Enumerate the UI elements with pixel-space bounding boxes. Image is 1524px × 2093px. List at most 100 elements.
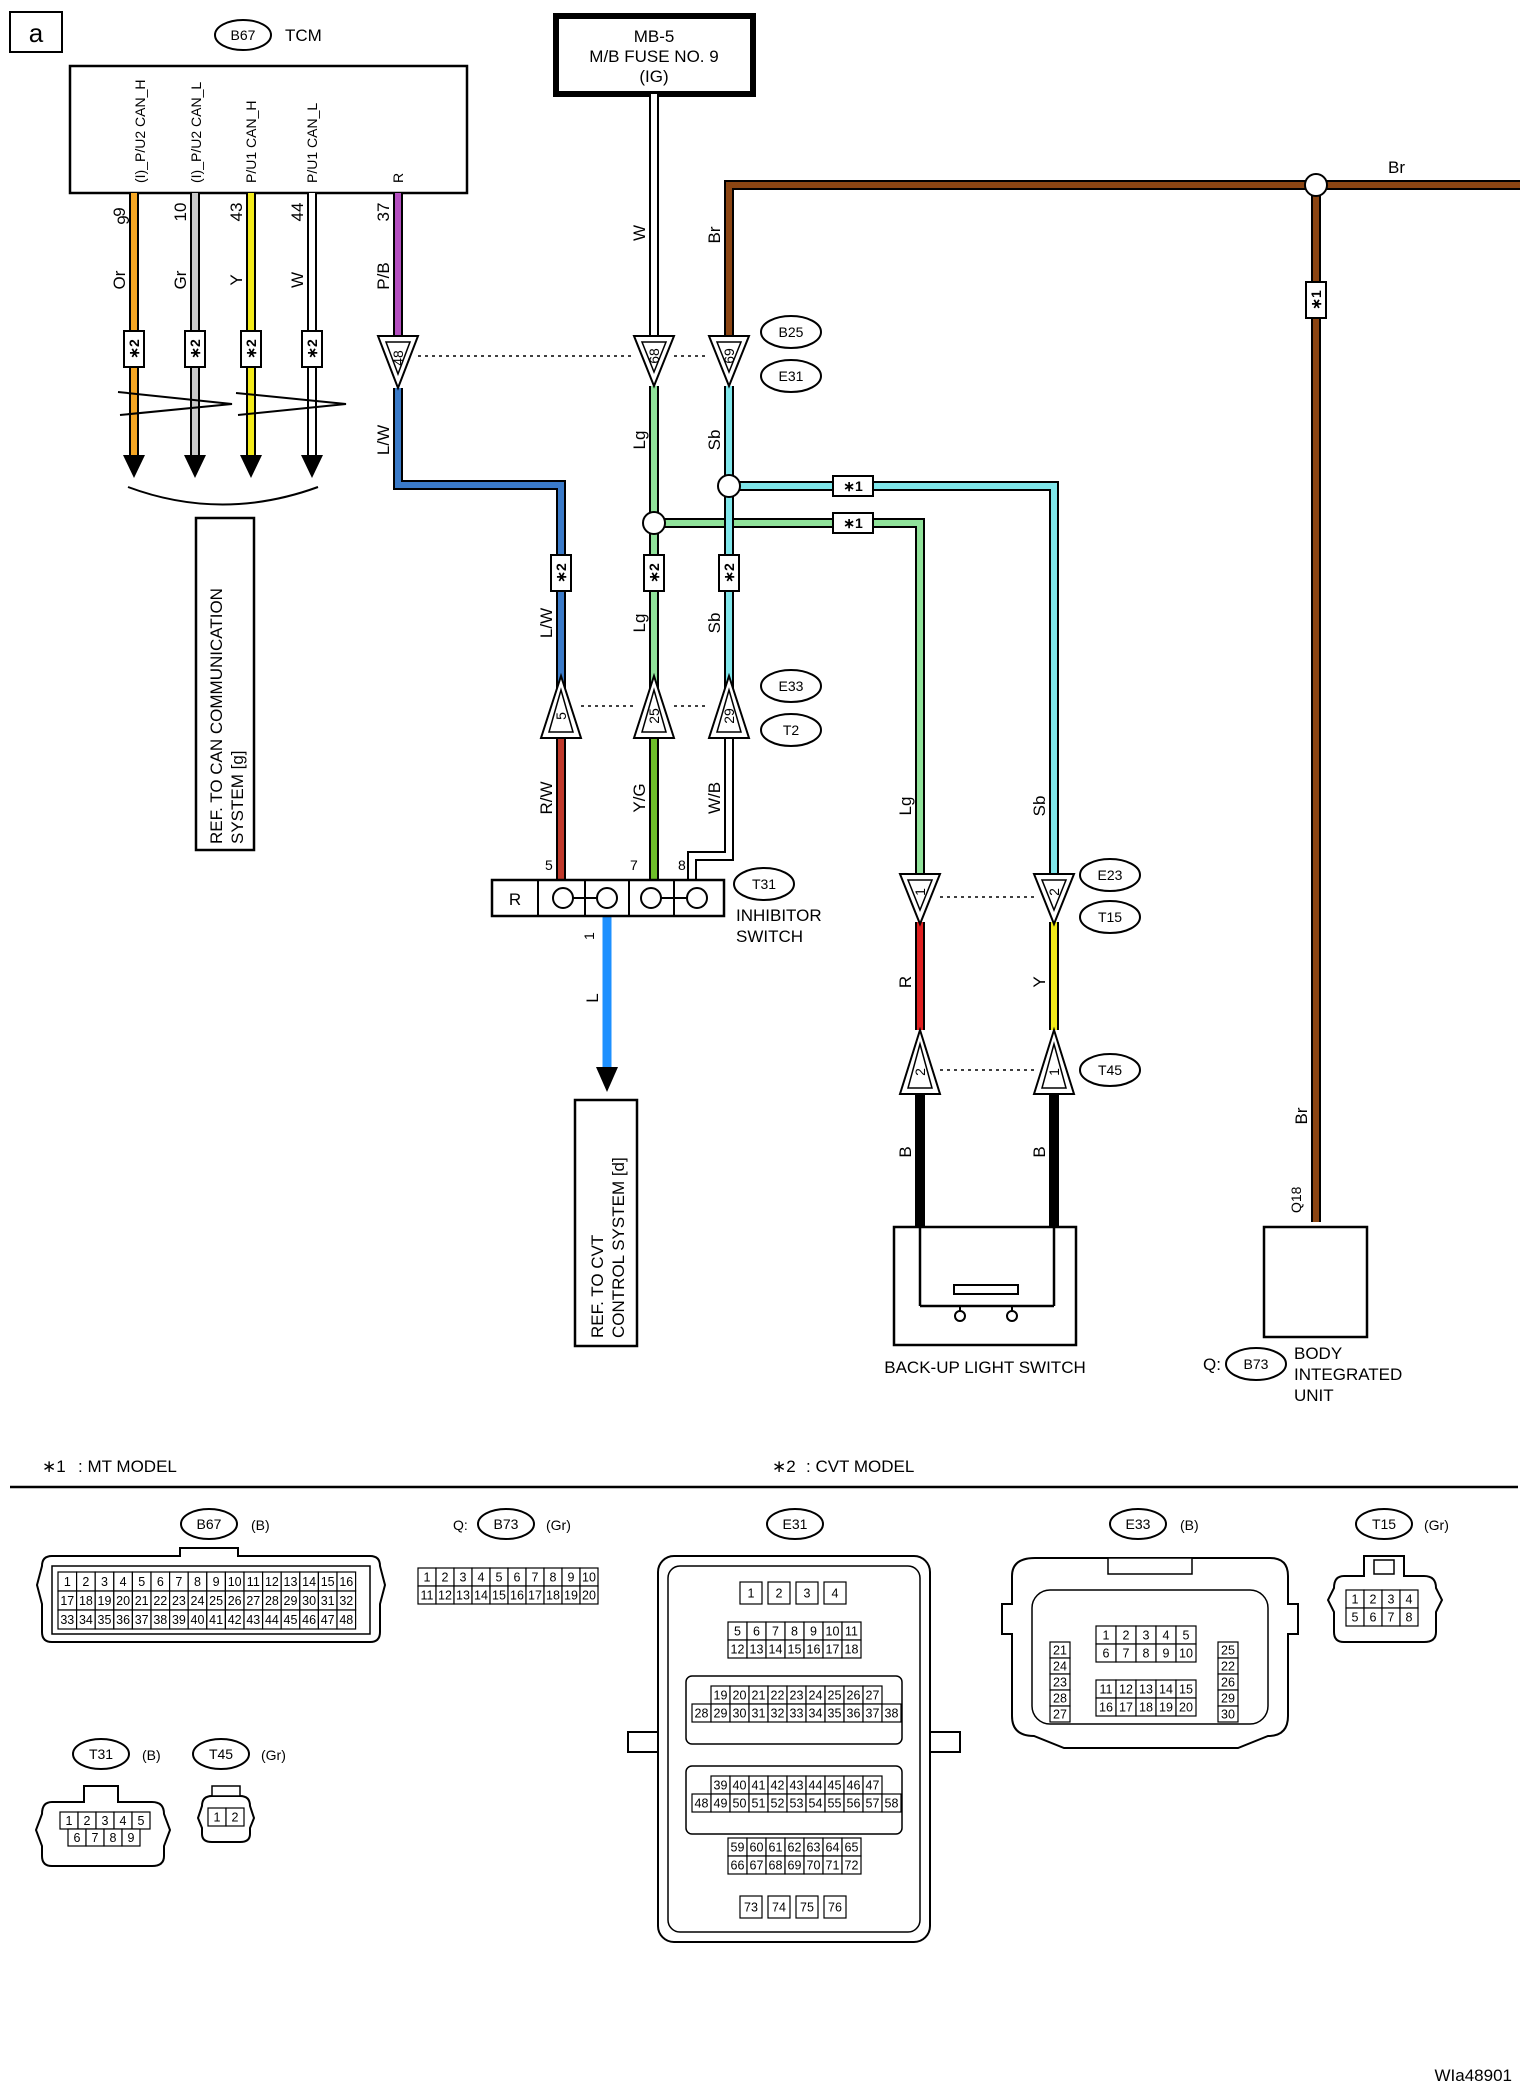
- pin-label: 59: [731, 1841, 745, 1855]
- pin-label: 10: [826, 1625, 840, 1639]
- svg-text:BODY: BODY: [1294, 1344, 1342, 1363]
- pin-label: 5: [1352, 1611, 1359, 1625]
- pin-label: 36: [116, 1613, 130, 1627]
- pin-label: 22: [153, 1594, 167, 1608]
- pin-label: 12: [265, 1575, 279, 1589]
- svg-text:Y: Y: [1030, 976, 1049, 987]
- pin-cell: [767, 1895, 791, 1919]
- pin-label: 42: [228, 1613, 242, 1627]
- circuit-wire-codes: W Br Br L/W Lg Sb L/W Lg Sb R/W Y/G W/B …: [374, 158, 1405, 1158]
- svg-text:E23: E23: [1098, 867, 1123, 883]
- conn-t45-label: T45: [1079, 1053, 1141, 1087]
- svg-text:2: 2: [1046, 888, 1062, 896]
- pin-label: 10: [582, 1571, 596, 1585]
- svg-text:(I)_P/U2 CAN_L: (I)_P/U2 CAN_L: [188, 82, 204, 183]
- pin-label: 27: [866, 1689, 880, 1703]
- pin-label: 22: [771, 1689, 785, 1703]
- pin-label: 5: [138, 1575, 145, 1589]
- svg-text:25: 25: [646, 708, 662, 724]
- pin-label: 34: [809, 1707, 823, 1721]
- svg-text:M/B FUSE NO. 9: M/B FUSE NO. 9: [589, 47, 718, 66]
- pin-label: 4: [832, 1587, 839, 1601]
- pin-cell: [739, 1581, 763, 1605]
- pin-label: 26: [847, 1689, 861, 1703]
- pin-label: 76: [828, 1901, 842, 1915]
- pin-label: 11: [1100, 1683, 1113, 1697]
- pin-label: 9: [1163, 1647, 1170, 1661]
- pin-label: 44: [809, 1779, 823, 1793]
- svg-text:B: B: [896, 1146, 915, 1157]
- svg-text:UNIT: UNIT: [1294, 1386, 1334, 1405]
- svg-text:48: 48: [390, 350, 406, 366]
- pin-label: 1: [748, 1587, 755, 1601]
- svg-text:Q:: Q:: [453, 1517, 468, 1533]
- pin-label: 21: [752, 1689, 766, 1703]
- pin-label: 8: [791, 1625, 798, 1639]
- pin-label: 3: [460, 1571, 467, 1585]
- pin-label: 7: [1123, 1647, 1130, 1661]
- pin-label: 48: [695, 1797, 709, 1811]
- pin-label: 11: [845, 1625, 858, 1639]
- pin-label: 2: [1370, 1593, 1377, 1607]
- pin-label: 1: [424, 1571, 431, 1585]
- pin-cell: [579, 1585, 599, 1605]
- pin-label: 38: [153, 1613, 167, 1627]
- pin-cell: [1217, 1705, 1239, 1723]
- pin-label: 47: [866, 1779, 880, 1793]
- svg-text:R: R: [509, 890, 521, 909]
- pin-label: 29: [284, 1594, 298, 1608]
- svg-text:P/U1 CAN_L: P/U1 CAN_L: [304, 103, 320, 183]
- svg-text:B67: B67: [197, 1516, 222, 1532]
- svg-text:∗1: ∗1: [843, 478, 863, 494]
- pin-label: 40: [733, 1779, 747, 1793]
- svg-text:44: 44: [288, 203, 307, 222]
- pin-label: 30: [302, 1594, 316, 1608]
- svg-text:L/W: L/W: [374, 425, 393, 455]
- svg-text:1: 1: [912, 888, 928, 896]
- pin-label: 7: [175, 1575, 182, 1589]
- pin-label: 39: [172, 1613, 186, 1627]
- conn-t15-label: T15: [1079, 900, 1141, 934]
- star1-markers: ∗1 ∗1 ∗1: [832, 281, 1327, 534]
- svg-text:INHIBITOR: INHIBITOR: [736, 906, 822, 925]
- svg-text:REF. TO CAN COMMUNICATION: REF. TO CAN COMMUNICATION: [207, 588, 226, 844]
- pin-label: 45: [284, 1613, 298, 1627]
- pin-label: 14: [302, 1575, 316, 1589]
- pin-label: 43: [790, 1779, 804, 1793]
- pin-label: 30: [733, 1707, 747, 1721]
- pin-label: 19: [1159, 1701, 1173, 1715]
- pin-label: 16: [339, 1575, 353, 1589]
- pin-cell: [841, 1855, 862, 1875]
- svg-text:L/W: L/W: [537, 608, 556, 638]
- pin-label: 15: [492, 1589, 506, 1603]
- pin-label: 41: [209, 1613, 223, 1627]
- svg-text:9: 9: [110, 207, 129, 216]
- pin-label: 6: [1103, 1647, 1110, 1661]
- svg-text:(Gr): (Gr): [1424, 1517, 1449, 1533]
- svg-text:1: 1: [581, 932, 597, 940]
- pin-label: 26: [1221, 1676, 1235, 1690]
- svg-text:Br: Br: [1292, 1107, 1311, 1124]
- pin-label: 24: [1053, 1660, 1067, 1674]
- pin-label: 28: [695, 1707, 709, 1721]
- svg-text:Lg: Lg: [630, 614, 649, 633]
- pin-cell: [336, 1609, 357, 1630]
- pin-cell: [841, 1639, 862, 1659]
- svg-text:Sb: Sb: [705, 430, 724, 451]
- pin-label: 7: [532, 1571, 539, 1585]
- pin-label: 37: [135, 1613, 149, 1627]
- svg-text:∗2: ∗2: [553, 563, 569, 583]
- tcm-wire-codes: Or Gr Y W P/B: [110, 262, 393, 289]
- tcm-signal-labels: (I)_P/U2 CAN_H (I)_P/U2 CAN_L P/U1 CAN_H…: [132, 80, 406, 183]
- pin-label: 4: [1163, 1629, 1170, 1643]
- pin-label: 2: [1123, 1629, 1130, 1643]
- svg-text:T31: T31: [752, 876, 776, 892]
- pin-label: 43: [246, 1613, 260, 1627]
- pin-label: 3: [1143, 1629, 1150, 1643]
- svg-text:Lg: Lg: [896, 797, 915, 816]
- svg-text:Br: Br: [1388, 158, 1405, 177]
- svg-text:R: R: [896, 976, 915, 988]
- pin-label: 29: [1221, 1692, 1235, 1706]
